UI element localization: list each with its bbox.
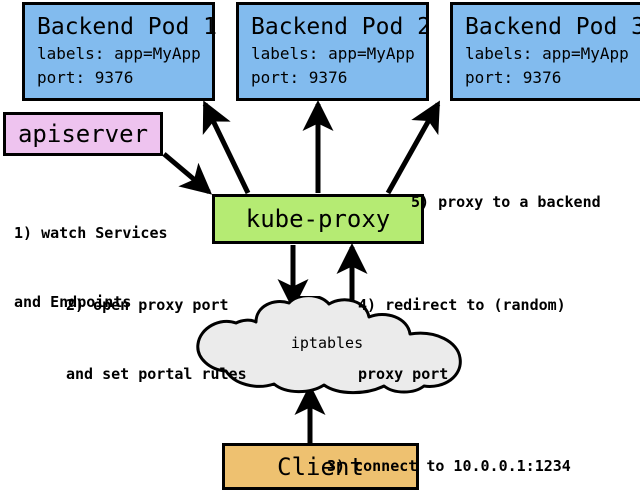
step-3-label: 3) connect to 10.0.0.1:1234 [327, 409, 571, 494]
apiserver-title: apiserver [17, 120, 149, 148]
step-2-line-1: 2) open proxy port [66, 296, 229, 314]
backend-pod-2-box[interactable]: Backend Pod 2 labels: app=MyApp port: 93… [236, 2, 432, 101]
iptables-cloud[interactable]: iptables [186, 294, 468, 396]
client-box[interactable]: Client [222, 443, 419, 490]
step-5-line-1: 5) proxy to a backend [411, 193, 601, 211]
backend-pod-3-labels: labels: app=MyApp [465, 43, 629, 63]
apiserver-box[interactable]: apiserver [3, 112, 163, 156]
step-4-line-2: proxy port [358, 365, 449, 383]
step-4-label: 4) redirect to (random) proxy port [358, 248, 566, 432]
step-2-line-2: and set portal rules [66, 365, 247, 383]
arrow-apiserver-to-kubeproxy [162, 152, 213, 195]
backend-pod-3-port: port: 9376 [465, 67, 562, 87]
step-1-line-2: and Endpoints [14, 293, 132, 311]
backend-pod-2-labels: labels: app=MyApp [251, 43, 415, 63]
step-1-line-1: 1) watch Services [14, 224, 168, 242]
backend-pod-2-port: port: 9376 [251, 67, 348, 87]
backend-pod-2-title: Backend Pod 2 [251, 13, 432, 40]
backend-pod-1-box[interactable]: Backend Pod 1 labels: app=MyApp port: 93… [22, 2, 218, 101]
backend-pod-1-port: port: 9376 [37, 67, 134, 87]
iptables-label: iptables [290, 334, 364, 352]
arrow-kubeproxy-to-pod1 [202, 100, 251, 195]
backend-pod-3-box[interactable]: Backend Pod 3 labels: app=MyApp port: 93… [450, 2, 640, 101]
backend-pod-1-labels: labels: app=MyApp [37, 43, 201, 63]
step-4-line-1: 4) redirect to (random) [358, 296, 566, 314]
iptables-cloud-shape [196, 294, 462, 395]
step-3-line-1: 3) connect to 10.0.0.1:1234 [327, 457, 571, 475]
step-1-label: 1) watch Services and Endpoints [14, 176, 168, 360]
step-5-label: 5) proxy to a backend [411, 145, 601, 260]
backend-pod-3-title: Backend Pod 3 [465, 13, 640, 40]
step-2-label: 2) open proxy port and set portal rules [66, 248, 247, 432]
backend-pod-1-title: Backend Pod 1 [37, 13, 218, 40]
kube-proxy-box[interactable]: kube-proxy [212, 194, 424, 244]
client-title: Client [277, 452, 364, 481]
kube-proxy-title: kube-proxy [245, 205, 391, 233]
